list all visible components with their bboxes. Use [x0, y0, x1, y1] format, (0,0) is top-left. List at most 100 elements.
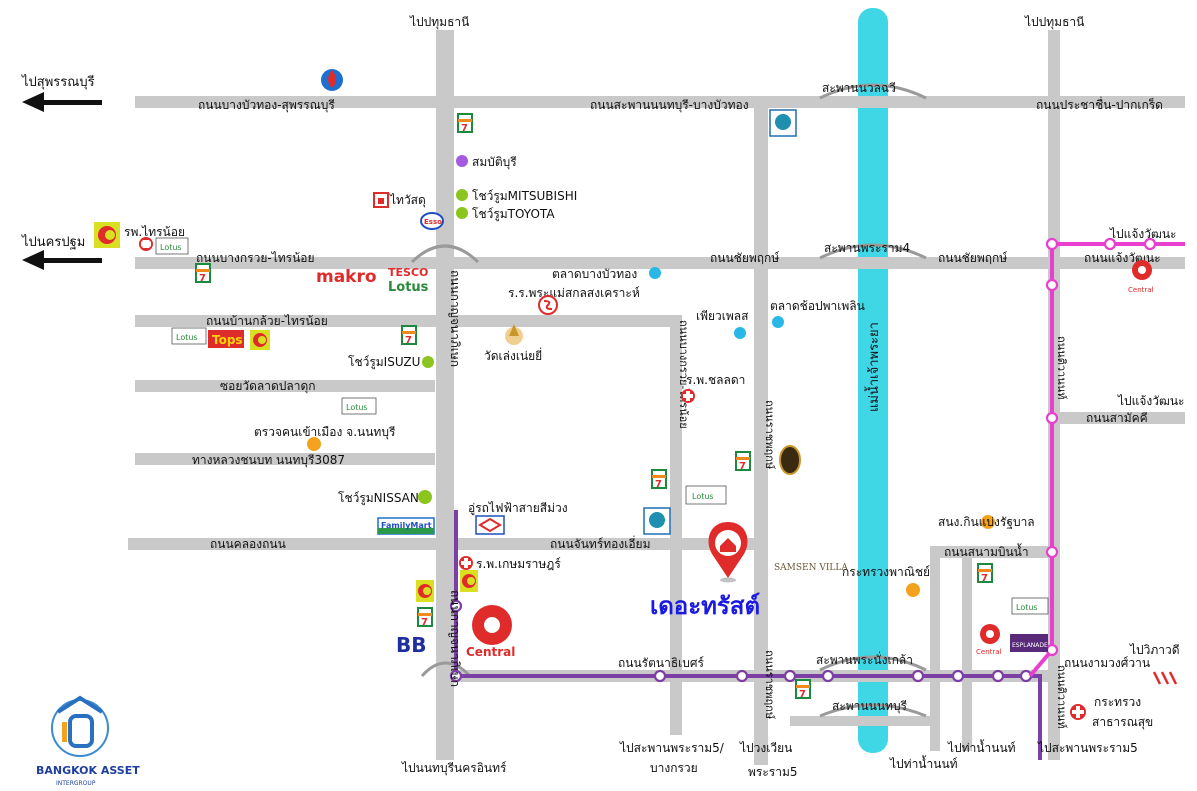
road-label-r3: ถนนประชาชื่น-ปากเกร็ด: [1036, 96, 1163, 112]
seven-eleven-icon: 7: [651, 469, 667, 490]
gas-station-icon: [321, 69, 343, 91]
place-toyota: โชว์รูมTOYOTA: [472, 207, 555, 222]
svg-text:7: 7: [799, 689, 806, 700]
company-sub: INTERGROUP: [56, 780, 96, 787]
svg-text:7: 7: [199, 273, 206, 284]
tesco-lotus-small: Lotus: [685, 485, 727, 505]
train-depot-icon: [475, 515, 505, 535]
direction-south-4: ไปท่าน้ำนนท์: [889, 755, 958, 771]
familymart-logo: FamilyMart: [377, 517, 435, 535]
svg-text:7: 7: [421, 617, 428, 628]
thaiwatsadu-icon: [373, 192, 389, 208]
svg-text:Lotus: Lotus: [176, 333, 198, 342]
road-label-v1: ถนนกาญจนาภิเษก: [448, 270, 462, 367]
dot-market-bbt: [649, 267, 661, 279]
pink-line-stations: [1045, 237, 1157, 657]
samsen-villa-logo: SAMSEN VILLA: [774, 563, 848, 573]
place-nissan: โชว์รูมNISSAN: [338, 491, 419, 506]
direction-south-1: ไปนนทบุรีนครอินทร์: [401, 761, 507, 776]
company-name: BANGKOK ASSET: [36, 764, 140, 777]
project-name: เดอะทรัสต์: [650, 592, 760, 620]
place-hosp-sainoi: รพ.ไทรน้อย: [124, 225, 185, 239]
svg-text:7: 7: [461, 123, 468, 134]
direction-east-low: ไปวิภาวดี: [1129, 643, 1180, 657]
svg-text:Lotus: Lotus: [346, 403, 368, 412]
road-network: [128, 30, 1185, 765]
road-label-r2: ถนนสะพานนนทบุรี-บางบัวทอง: [590, 98, 749, 113]
place-mitsubishi: โชว์รูมMITSUBISHI: [472, 189, 577, 204]
road-label-r13: ถนนรัตนาธิเบศร์: [618, 656, 705, 670]
road-label-r12: ถนนจันทร์ทองเอี่ยม: [550, 535, 651, 551]
direction-west-top: ไปสุพรรณบุรี: [21, 74, 95, 90]
arrow-west-mid: [22, 250, 102, 270]
place-immigration: ตรวจคนเข้าเมือง จ.นนทบุรี: [254, 425, 396, 440]
place-hosp-chonlada: ร.พ.ชลลดา: [686, 373, 745, 387]
road-label-v1b: ถนนกาญจนาภิเษก: [448, 590, 462, 687]
chao-phraya-river: [858, 8, 888, 753]
tops-logo: Tops: [208, 330, 244, 348]
road-label-r1: ถนนบางบัวทอง-สุพรรณบุรี: [198, 98, 335, 113]
road-label-r5: ถนนชัยพฤกษ์: [710, 251, 779, 265]
seven-eleven-icon: 7: [735, 451, 751, 472]
direction-south-5: ไปท่าน้ำนนท์: [947, 739, 1016, 755]
svg-text:Lotus: Lotus: [692, 492, 714, 501]
svg-text:7: 7: [981, 573, 988, 584]
esso-icon: Esso: [420, 212, 444, 230]
hospital-icon: [681, 389, 695, 403]
pink-line-rail: [1028, 242, 1185, 678]
tesco-lotus-small: Lotus: [341, 397, 377, 415]
tesco-lotus-small: Lotus: [1011, 597, 1049, 615]
place-market-shop: ตลาดช้อปพาเพลิน: [770, 299, 865, 313]
direction-north-right: ไปปทุมธานี: [1024, 15, 1084, 30]
makro-logo: makro: [316, 267, 377, 287]
svg-text:Central: Central: [466, 645, 515, 659]
place-hosp-kasem: ร.พ.เกษมราษฎร์: [476, 557, 561, 571]
svg-text:Central: Central: [976, 648, 1002, 656]
bridge-label-3: สะพานพระนั่งเกล้า: [816, 651, 913, 667]
dot-nissan: [418, 490, 432, 504]
dot-immigration: [307, 437, 321, 451]
road-label-r15: ถนนสนามบินน้ำ: [944, 543, 1029, 559]
svg-text:7: 7: [405, 335, 412, 346]
road-label-r8: ถนนบ้านกล้วย-ไทรน้อย: [206, 314, 328, 328]
direction-west-mid: ไปนครปฐม: [21, 234, 85, 250]
dot-mitsubishi: [456, 189, 468, 201]
arrow-west-top: [22, 92, 102, 112]
place-school: ร.ร.พระแม่สกลสงเคราะห์: [508, 286, 640, 300]
hospital-icon: [459, 556, 473, 570]
svg-text:BB: BB: [396, 633, 427, 657]
seven-eleven-icon: 7: [401, 325, 417, 346]
bank-icon: [769, 109, 797, 137]
road-label-r14: ถนนงามวงศ์วาน: [1064, 656, 1150, 670]
medal-icon: [779, 445, 801, 475]
esplanade-logo: ESPLANADE: [1010, 634, 1048, 652]
svg-text:Lotus: Lotus: [388, 280, 429, 295]
svg-text:Lotus: Lotus: [1016, 603, 1038, 612]
central-logo: Central: [466, 605, 515, 659]
tesco-lotus-logo: TESCO Lotus: [388, 266, 429, 295]
project-location-marker: [708, 522, 748, 583]
road-label-r10: ทางหลวงชนบท นนทบุรี3087: [192, 453, 345, 468]
svg-text:Esso: Esso: [424, 218, 442, 226]
svg-text:ESPLANADE: ESPLANADE: [1012, 642, 1048, 649]
dot-isuzu: [422, 356, 434, 368]
hospital-icon: [139, 237, 153, 251]
tesco-lotus-small: Lotus: [171, 327, 207, 345]
bigc-icon: [250, 330, 270, 350]
seven-eleven-icon: 7: [795, 679, 811, 700]
seven-eleven-icon: 7: [977, 563, 993, 584]
direction-south-2a: ไปสะพานพระราม5/: [619, 741, 725, 755]
place-depot: อู่รถไฟฟ้าสายสีม่วง: [468, 501, 568, 516]
bigc-icon: [416, 580, 434, 602]
place-commerce: กระทรวงพาณิชย์: [842, 565, 930, 579]
road-label-r16: ถนนสามัคคี: [1086, 411, 1148, 425]
bigc-icon: [94, 222, 120, 248]
dot-commerce: [906, 583, 920, 597]
svg-text:TESCO: TESCO: [388, 266, 428, 279]
seven-eleven-icon: 7: [195, 263, 211, 284]
school-icon: [538, 295, 558, 315]
direction-north-left: ไปปทุมธานี: [409, 15, 469, 30]
road-label-v3b: ถนนราชพฤกษ์: [763, 650, 776, 719]
direction-east-top: ไปแจ้งวัฒนะ: [1109, 227, 1177, 241]
